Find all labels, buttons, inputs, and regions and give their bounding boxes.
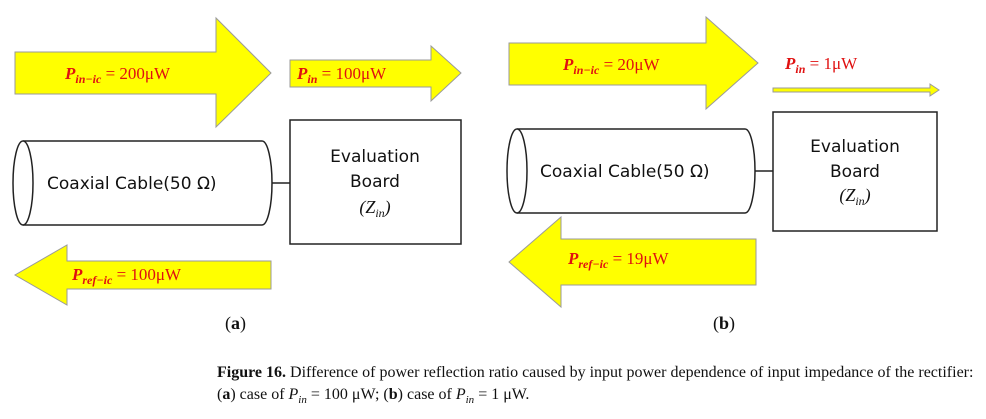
board-b-line1: Evaluation (810, 137, 900, 157)
arrow-b-pin-ic (508, 15, 759, 111)
label-a-pin: Pin = 100μW (296, 64, 387, 86)
label-b-pref-ic: Pref−ic = 19μW (567, 249, 670, 271)
panel-label-b: (b) (713, 313, 736, 333)
board-b-zin: (Zin) (839, 185, 870, 208)
coaxial-cable-b (506, 128, 756, 214)
label-a-pin-ic: Pin−ic = 200μW (64, 64, 171, 86)
board-b-line2: Board (830, 162, 880, 182)
cable-label-b: Coaxial Cable(50 Ω) (540, 162, 710, 182)
arrow-b-pref-ic (508, 215, 757, 309)
coaxial-cable-a (12, 140, 273, 226)
evaluation-board-b (772, 111, 938, 232)
label-a-pref-ic: Pref−ic = 100μW (71, 265, 182, 287)
arrow-a-pref-ic (13, 244, 272, 306)
evaluation-board-a (289, 119, 462, 245)
panel-label-a: (a) (225, 313, 246, 333)
cable-label-a: Coaxial Cable(50 Ω) (47, 174, 217, 194)
arrow-a-pin (289, 44, 462, 103)
board-a-line1: Evaluation (330, 147, 420, 167)
figure-caption: Figure 16. Difference of power reflectio… (217, 364, 974, 407)
arrow-a-pin-ic (14, 16, 272, 129)
arrow-b-pin (772, 83, 940, 97)
label-b-pin-ic: Pin−ic = 20μW (562, 55, 661, 77)
board-a-line2: Board (350, 172, 400, 192)
label-b-pin: Pin = 1μW (784, 54, 858, 76)
board-a-zin: (Zin) (359, 197, 390, 220)
figure-label: Figure 16. (217, 364, 287, 381)
